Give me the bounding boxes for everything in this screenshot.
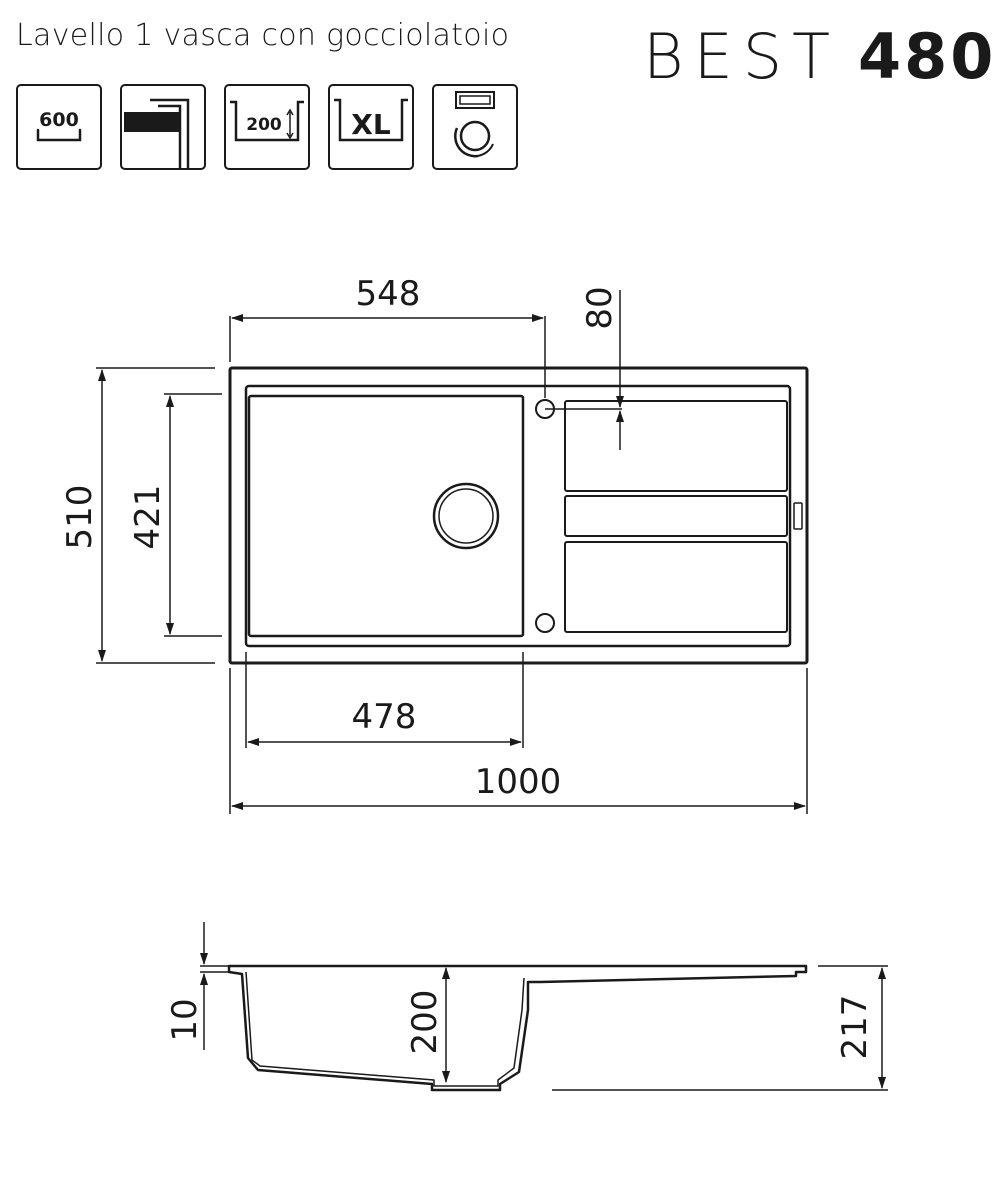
side-section <box>227 964 808 1092</box>
overmount-edge-icon <box>120 84 206 170</box>
overflow-slot <box>793 502 803 530</box>
dim-10-label: 10 <box>165 998 205 1041</box>
bowl-depth-label: 200 <box>246 115 282 135</box>
xl-bowl-icon: XL <box>328 84 414 170</box>
xl-label: XL <box>351 108 391 141</box>
top-view <box>228 366 809 665</box>
dim-421-label: 421 <box>128 485 168 550</box>
top-dimensions <box>96 290 808 814</box>
drain-inner <box>438 488 494 544</box>
dim-478-label: 478 <box>352 697 417 737</box>
sink-inner-rim <box>244 384 792 648</box>
bowl-depth-200-icon: 200 <box>224 84 310 170</box>
dim-510-label: 510 <box>60 485 100 550</box>
dim-80-label: 80 <box>580 286 620 329</box>
sink-profile-inner <box>245 971 525 1087</box>
drainer-groove-bottom <box>564 541 788 633</box>
drain-outer <box>432 482 500 550</box>
cabinet-600-label: 600 <box>39 109 79 131</box>
drainer-groove-top <box>564 400 788 492</box>
sink-outline <box>228 366 809 665</box>
cabinet-600-icon: 600 <box>16 84 102 170</box>
brand-name: BEST <box>643 20 840 93</box>
bowl-outline <box>247 394 525 638</box>
drainer-groove-middle <box>564 495 788 537</box>
dim-217-label: 217 <box>835 995 875 1060</box>
dim-200-label: 200 <box>405 990 445 1055</box>
dim-548-label: 548 <box>356 274 421 314</box>
brand-model: 480 <box>858 20 997 93</box>
waste-bin-icon <box>432 84 518 170</box>
product-subtitle: Lavello 1 vasca con gocciolatoio <box>16 18 510 53</box>
sink-profile-outer <box>227 964 808 1092</box>
side-dimensions <box>200 922 888 1091</box>
dim-1000-label: 1000 <box>475 762 562 802</box>
tap-hole-bottom <box>535 613 555 633</box>
